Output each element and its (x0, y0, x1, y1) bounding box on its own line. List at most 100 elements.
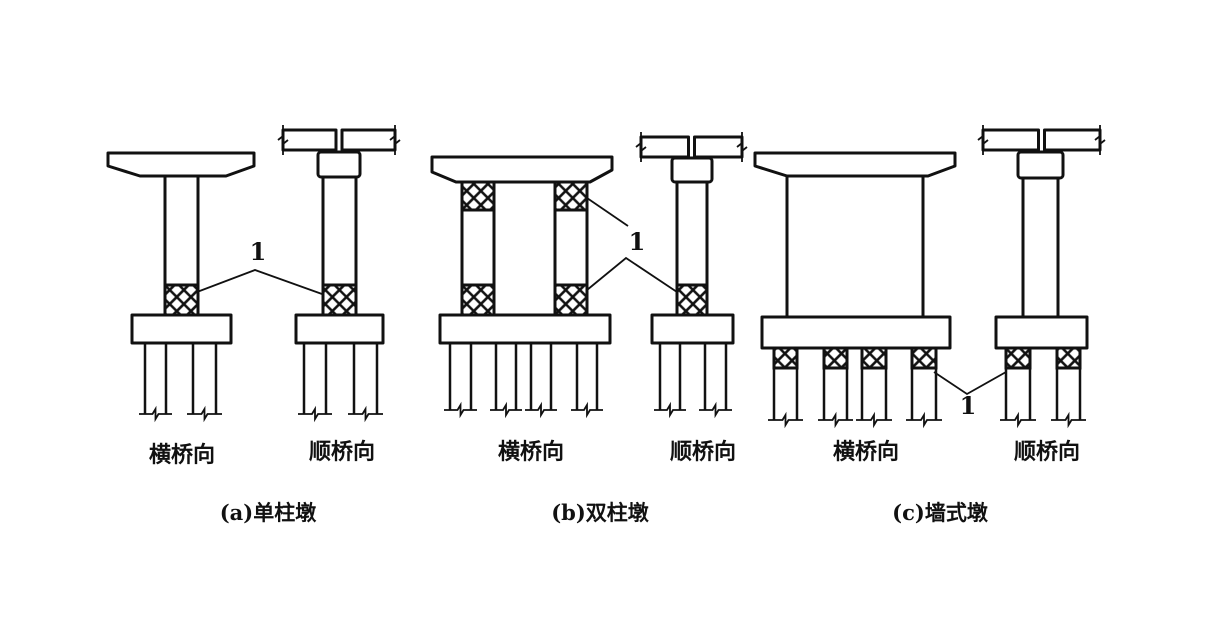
deck-beams (977, 125, 1106, 155)
panel-c-transverse-view (753, 151, 957, 429)
hatched-region (860, 346, 888, 370)
pile-group (768, 346, 942, 429)
break-line (906, 411, 942, 429)
leader-lines-a: 1 (196, 237, 323, 295)
pile-group (1000, 346, 1086, 429)
wall (785, 174, 925, 319)
break-line (298, 405, 332, 423)
footing (294, 313, 385, 345)
panel-b-longitudinal-view (635, 132, 748, 419)
hatched-region (553, 180, 589, 212)
deck-beam-right (693, 135, 744, 159)
marker-label: 1 (250, 237, 267, 266)
hatched-region (910, 346, 938, 370)
break-line (818, 411, 853, 429)
pile (856, 346, 892, 429)
pile (571, 343, 603, 419)
pile (654, 343, 686, 419)
pier-cap (670, 156, 714, 184)
caption-b: (b)双柱墩 (551, 500, 650, 525)
pile-group (298, 343, 383, 423)
pile (818, 346, 853, 429)
footing (650, 313, 735, 345)
break-line (525, 401, 557, 419)
break-line (139, 405, 172, 423)
break-line (856, 411, 892, 429)
column (1021, 176, 1060, 319)
pier-cap (1016, 150, 1065, 180)
caption-c: (c)墙式墩 (892, 500, 989, 525)
hatched-region (675, 283, 709, 317)
pile (699, 343, 732, 419)
deck-beam-right (340, 128, 397, 152)
pile (444, 343, 477, 419)
hatched-region (822, 346, 849, 370)
panel-b-transverse-view (430, 155, 614, 419)
pier-cap (430, 155, 614, 184)
leader-lines-c: 1 (933, 371, 1007, 420)
caption-a: (a)单柱墩 (220, 500, 317, 525)
view-label-longitudinal: 顺桥向 (670, 439, 736, 465)
hatched-region (321, 283, 358, 317)
footing (130, 313, 233, 345)
break-mark (1094, 134, 1106, 146)
break-mark (977, 134, 989, 146)
pile (768, 346, 803, 429)
break-mark (635, 141, 647, 153)
pier-cap (316, 150, 362, 179)
footing (760, 315, 952, 350)
view-label-transverse: 横桥向 (149, 442, 215, 468)
break-line (699, 401, 732, 419)
view-label-transverse: 横桥向 (833, 439, 899, 465)
break-line (348, 405, 383, 423)
view-label-longitudinal: 顺桥向 (309, 439, 375, 465)
pile-group (139, 343, 222, 423)
pile (1000, 346, 1036, 429)
hatched-region (772, 346, 799, 370)
pile (348, 343, 383, 423)
view-label-transverse: 横桥向 (498, 439, 564, 465)
break-line (444, 401, 477, 419)
pile (1051, 346, 1086, 429)
break-mark (277, 134, 289, 146)
pile (187, 343, 222, 423)
pile (906, 346, 942, 429)
break-line (768, 411, 803, 429)
break-line (187, 405, 222, 423)
break-line (571, 401, 603, 419)
footing (994, 315, 1089, 350)
pile (525, 343, 557, 419)
pile (490, 343, 522, 419)
break-line (1051, 411, 1086, 429)
pier-cap (106, 151, 256, 178)
deck-beam-left (281, 128, 338, 152)
pile-group (444, 343, 603, 419)
pile (139, 343, 172, 423)
deck-beam-right (1043, 128, 1102, 152)
pier-cap (753, 151, 957, 178)
break-mark (736, 141, 748, 153)
footing (438, 313, 612, 345)
hatched-region (460, 180, 496, 212)
pile-group (654, 343, 732, 419)
hatched-region (1055, 346, 1082, 370)
marker-label: 1 (629, 227, 646, 256)
panel-a-longitudinal-view (277, 125, 401, 423)
hatched-region (553, 283, 589, 317)
panel-c-longitudinal-view (977, 125, 1106, 429)
panel-a-transverse-view (106, 151, 256, 423)
break-mark (389, 134, 401, 146)
marker-label: 1 (960, 391, 977, 420)
deck-beam-left (981, 128, 1040, 152)
hatched-region (1004, 346, 1032, 370)
leader-lines-b: 1 (586, 197, 678, 293)
break-line (490, 401, 522, 419)
deck-beam-left (639, 135, 690, 159)
break-line (1000, 411, 1036, 429)
deck-beams (635, 132, 748, 162)
deck-beams (277, 125, 401, 155)
pile (298, 343, 332, 423)
view-label-longitudinal: 顺桥向 (1014, 439, 1080, 465)
hatched-region (460, 283, 496, 317)
